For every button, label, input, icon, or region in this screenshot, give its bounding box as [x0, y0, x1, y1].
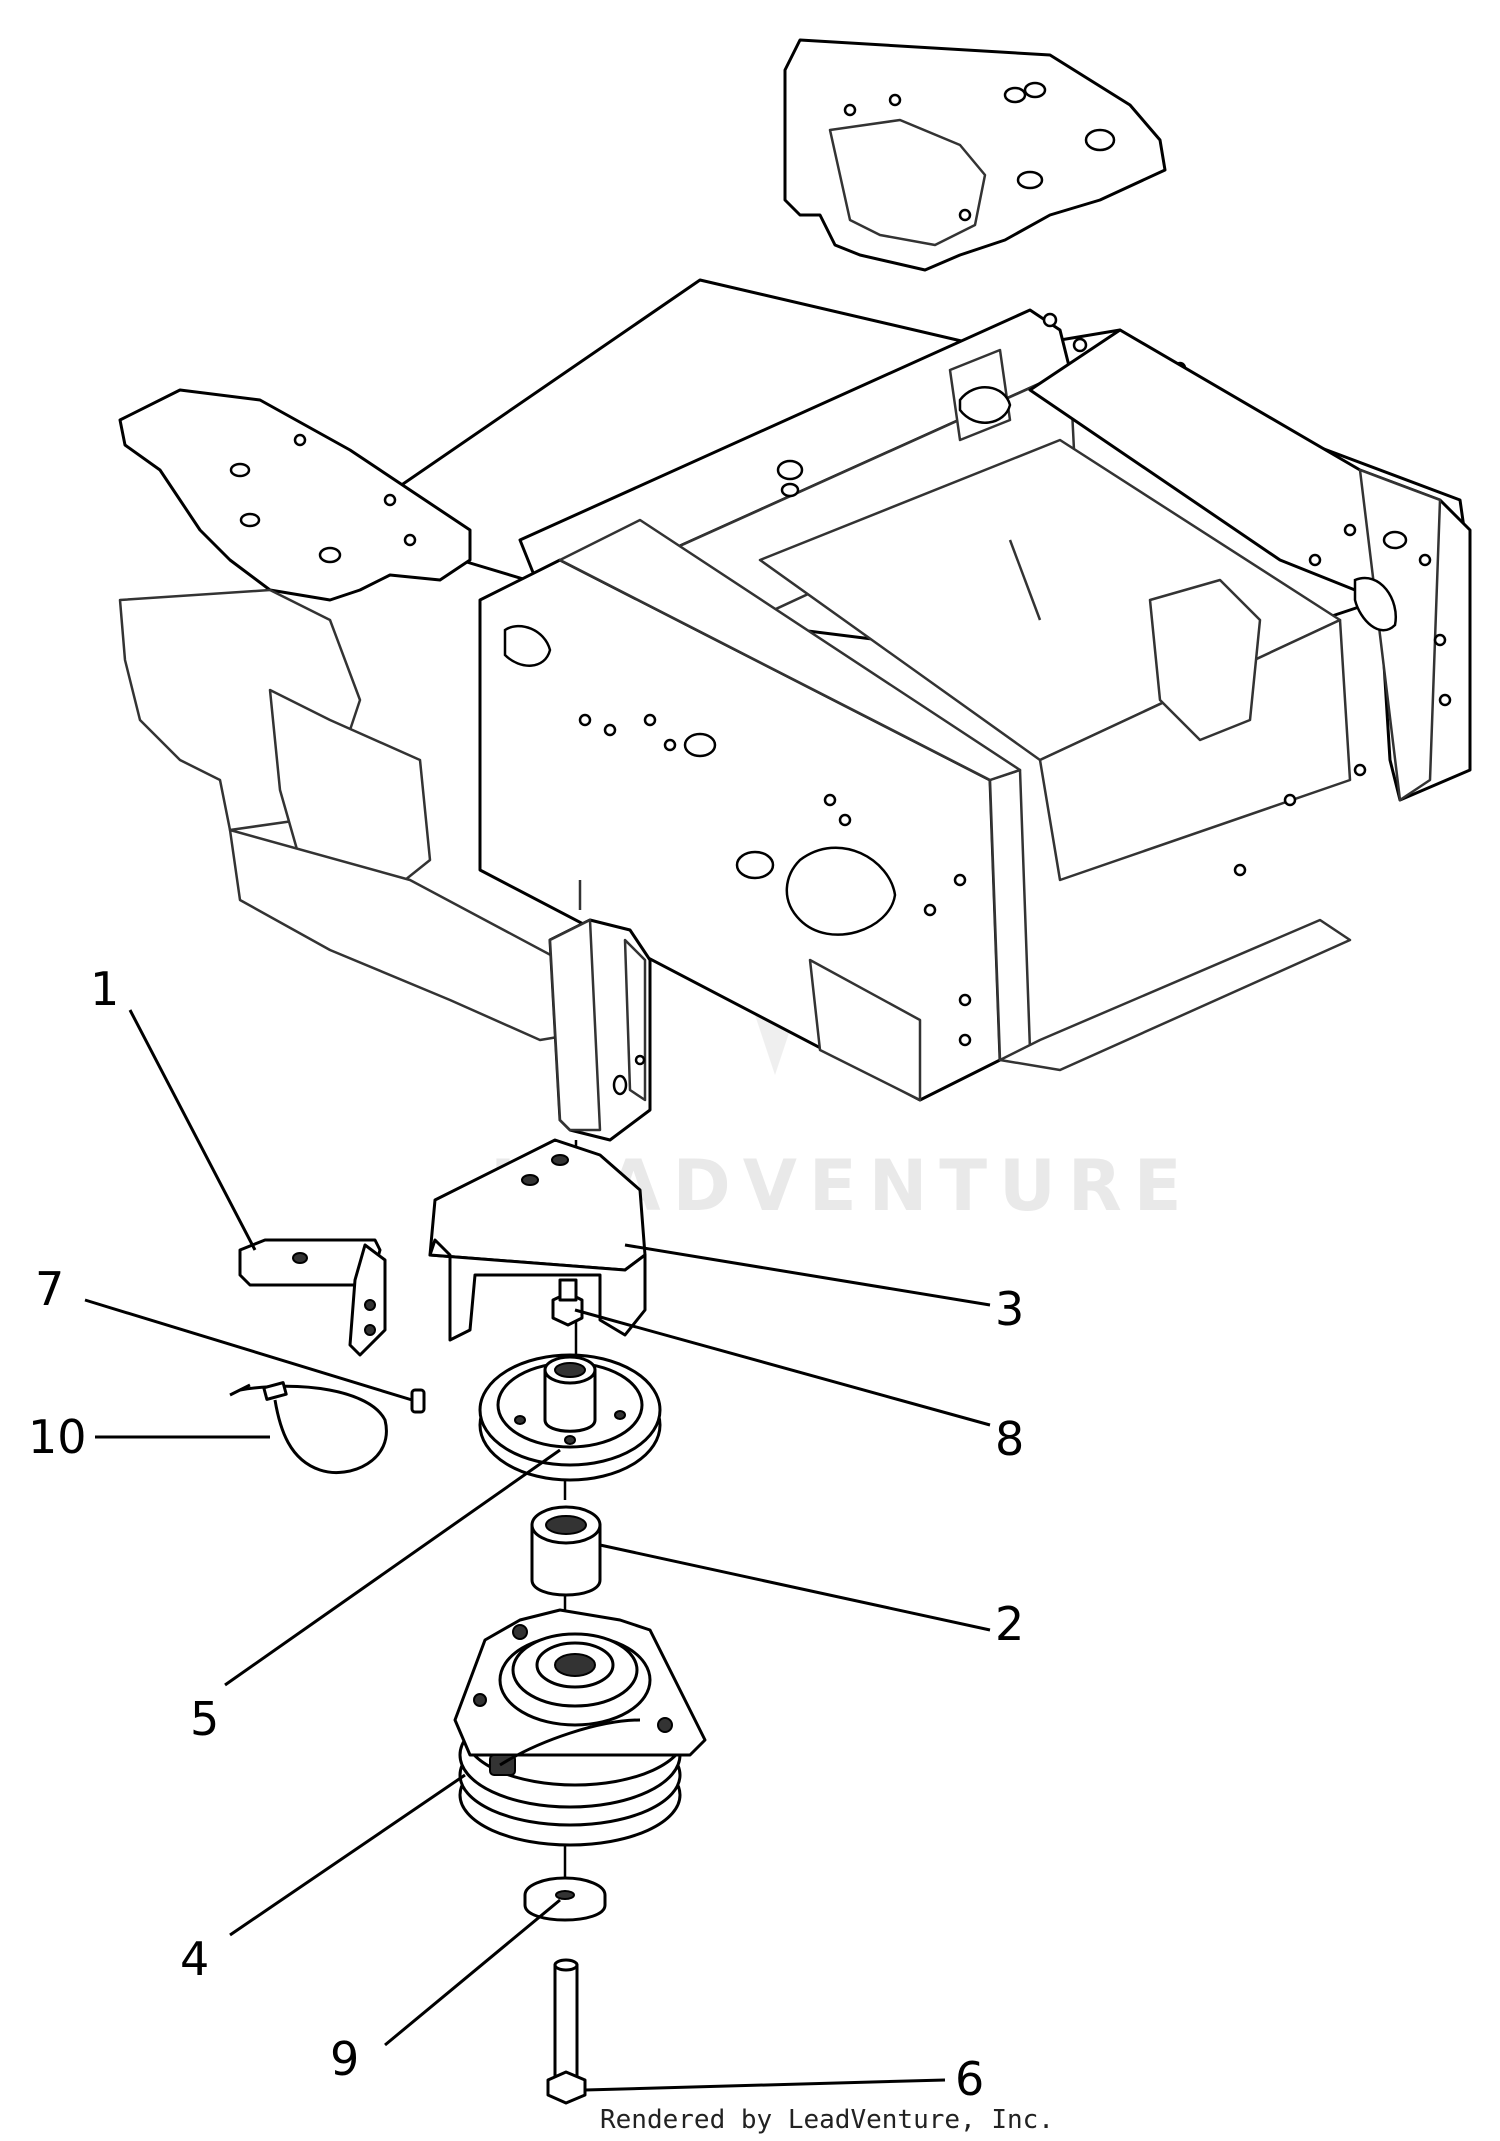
callout-4[interactable]: 4 [180, 1932, 209, 1986]
part-7-clip[interactable] [410, 1388, 426, 1414]
callout-10[interactable]: 10 [28, 1410, 87, 1464]
callout-5[interactable]: 5 [190, 1692, 219, 1746]
callout-7[interactable]: 7 [35, 1262, 64, 1316]
part-5-pulley[interactable] [478, 1353, 662, 1482]
render-credit: Rendered by LeadVenture, Inc. [600, 2105, 1054, 2135]
leader-lines [84, 1009, 991, 2092]
callout-2[interactable]: 2 [995, 1597, 1024, 1651]
callout-8[interactable]: 8 [995, 1412, 1024, 1466]
part-2-spacer[interactable] [530, 1505, 602, 1597]
callout-6[interactable]: 6 [955, 2052, 984, 2106]
callout-9[interactable]: 9 [330, 2032, 359, 2086]
part-8-bolt[interactable] [551, 1278, 584, 1327]
part-10-cable-tie[interactable] [229, 1381, 388, 1475]
part-3-mount-plate[interactable] [428, 1138, 647, 1342]
part-6-bolt[interactable] [546, 1958, 587, 2105]
part-4-electric-clutch[interactable] [453, 1608, 707, 1847]
part-9-washer[interactable] [523, 1876, 607, 1922]
callout-1[interactable]: 1 [90, 962, 119, 1016]
part-1-bracket[interactable] [238, 1238, 387, 1357]
callout-3[interactable]: 3 [995, 1282, 1024, 1336]
mower-frame [118, 38, 1472, 1142]
